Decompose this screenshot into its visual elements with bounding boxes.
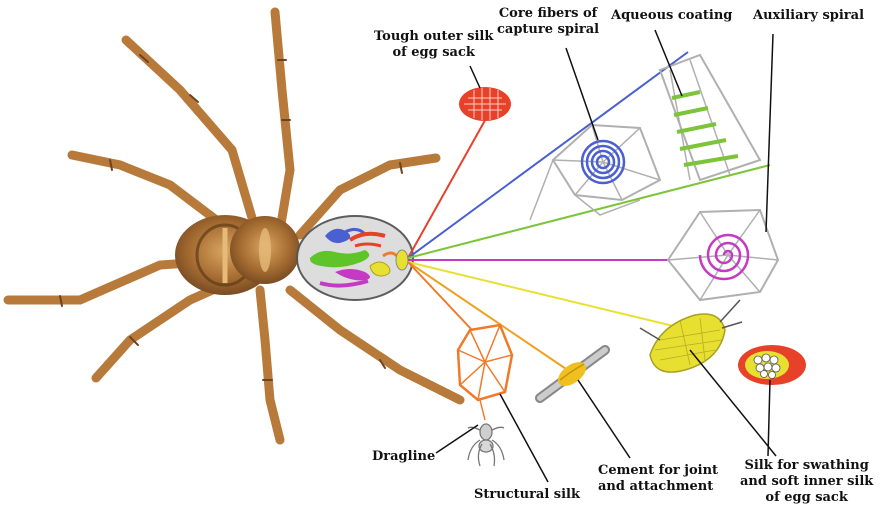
capture-spiral-web [530, 125, 660, 220]
auxiliary-spiral-web [668, 210, 778, 300]
label-dragline: Dragline [372, 449, 435, 465]
silk-glands [297, 216, 413, 300]
line-dragline [408, 262, 472, 330]
label-core-fibers: Core fibers of capture spiral [497, 6, 599, 38]
label-line: capture spiral [497, 22, 599, 38]
spider [8, 12, 460, 440]
line-cement [408, 262, 575, 375]
aqueous-coating-web [660, 55, 760, 180]
inner-egg-sack-icon [738, 345, 806, 385]
label-line: Cement for joint [598, 463, 718, 479]
dragline-spider-icon [468, 424, 504, 466]
label-structural-silk: Structural silk [474, 487, 580, 503]
line-outer-egg-sack [408, 115, 488, 258]
label-line: and attachment [598, 479, 718, 495]
label-swathing-silk: Silk for swathing and soft inner silk of… [740, 458, 873, 506]
line-capture-spiral [408, 52, 688, 258]
label-line: Core fibers of [497, 6, 599, 22]
line-swathing [408, 262, 690, 330]
label-line: and soft inner silk [740, 474, 873, 490]
label-auxiliary-spiral: Auxiliary spiral [753, 8, 864, 24]
label-line: of egg sack [374, 45, 493, 61]
structural-silk-web [458, 325, 512, 420]
label-cement: Cement for joint and attachment [598, 463, 718, 495]
label-line: Tough outer silk [374, 29, 493, 45]
label-line: of egg sack [740, 490, 873, 506]
label-tough-outer-silk: Tough outer silk of egg sack [374, 29, 493, 61]
swathing-silk-icon [640, 300, 742, 372]
label-line: Silk for swathing [740, 458, 873, 474]
outer-egg-sack-icon [459, 87, 511, 121]
label-aqueous-coating: Aqueous coating [611, 8, 732, 24]
